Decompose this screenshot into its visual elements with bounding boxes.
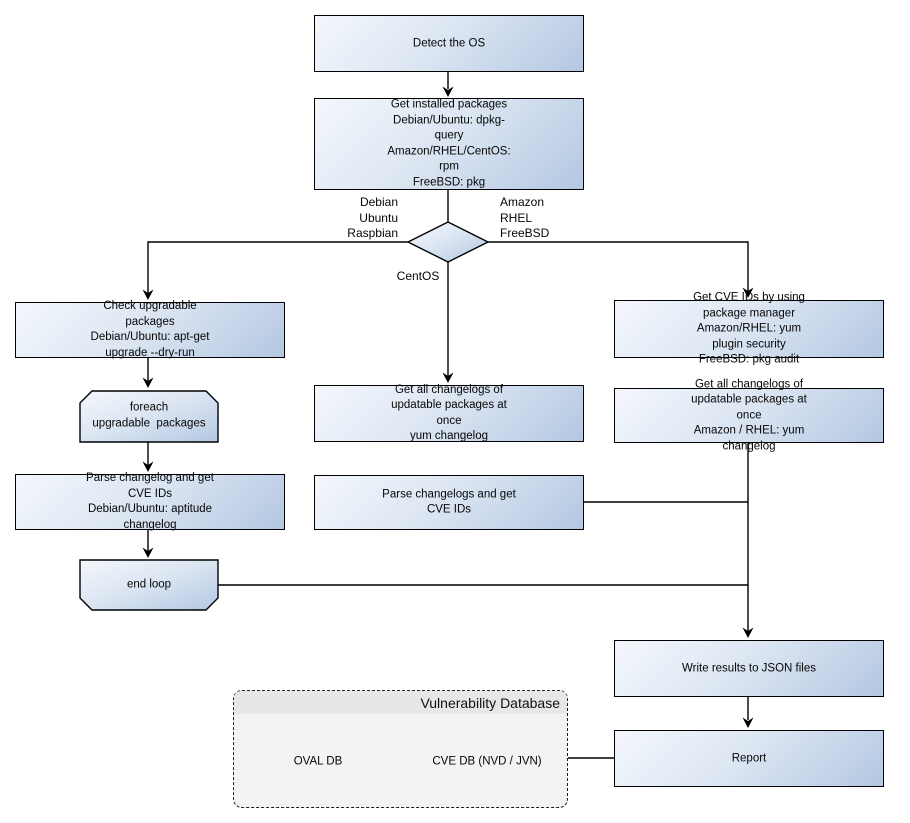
node-label: Detect the OS (412, 36, 486, 49)
node-parse-changelogs-centos: Parse changelogs and get CVE IDs (314, 475, 584, 530)
node-label: Get all changelogs of updatable packages… (391, 383, 507, 443)
arrowhead (442, 86, 454, 97)
node-get-changelogs-centos: Get all changelogs of updatable packages… (314, 383, 584, 443)
arrowhead (142, 547, 154, 558)
node-label: Parse changelogs and get CVE IDs (382, 488, 520, 516)
node-get-cve-ids-package-manager: Get CVE IDs by using package manager Ama… (614, 291, 884, 365)
branch-label-debian-ubuntu-raspbian: Debian Ubuntu Raspbian (347, 195, 398, 240)
node-label: Check upgradable packages Debian/Ubuntu:… (90, 300, 210, 359)
arrowhead (742, 627, 754, 638)
node-detect-os: Detect the OS (314, 15, 584, 72)
node-report: Report (614, 730, 884, 787)
cve-db-label: CVE DB (NVD / JVN) (432, 755, 542, 768)
arrowhead (742, 287, 754, 298)
node-label: Report (731, 751, 767, 764)
node-label: Write results to JSON files (682, 661, 816, 674)
node-parse-changelog-debian: Parse changelog and get CVE IDs Debian/U… (15, 472, 285, 531)
arrowhead (142, 289, 154, 300)
decision-diamond (406, 221, 490, 263)
vulnerability-database-header: Vulnerability Database (234, 691, 567, 714)
node-check-upgradable: Check upgradable packages Debian/Ubuntu:… (15, 300, 285, 359)
node-get-installed-packages: Get installed packages Debian/Ubuntu: dp… (314, 98, 584, 190)
arrowhead (142, 377, 154, 388)
arrowheads (142, 86, 754, 728)
arrowhead (142, 461, 154, 472)
branch-label-amazon-rhel-freebsd: Amazon RHEL FreeBSD (500, 195, 550, 240)
node-write-results-json: Write results to JSON files (614, 640, 884, 697)
branch-label-centos: CentOS (396, 269, 440, 283)
foreach-label: foreach upgradable packages (92, 401, 206, 430)
node-get-changelogs-amazon-rhel: Get all changelogs of updatable packages… (614, 378, 884, 452)
vulnerability-database-container: Vulnerability Database (233, 690, 568, 808)
arrowhead (742, 717, 754, 728)
edge-decision-left (147, 241, 408, 293)
oval-db-label: OVAL DB (293, 755, 343, 768)
arrowhead (442, 372, 454, 383)
vulnerability-database-title: Vulnerability Database (420, 694, 560, 711)
node-label: Get CVE IDs by using package manager Ama… (693, 291, 805, 366)
end-loop-label: end loop (126, 578, 172, 591)
foreach-shape (79, 390, 219, 443)
node-label: Parse changelog and get CVE IDs Debian/U… (86, 472, 214, 531)
end-loop-shape (79, 559, 219, 611)
node-label: Get all changelogs of updatable packages… (691, 377, 807, 452)
edges (147, 72, 749, 759)
edge-decision-right (488, 241, 749, 291)
node-label: Get installed packages Debian/Ubuntu: dp… (387, 98, 511, 189)
